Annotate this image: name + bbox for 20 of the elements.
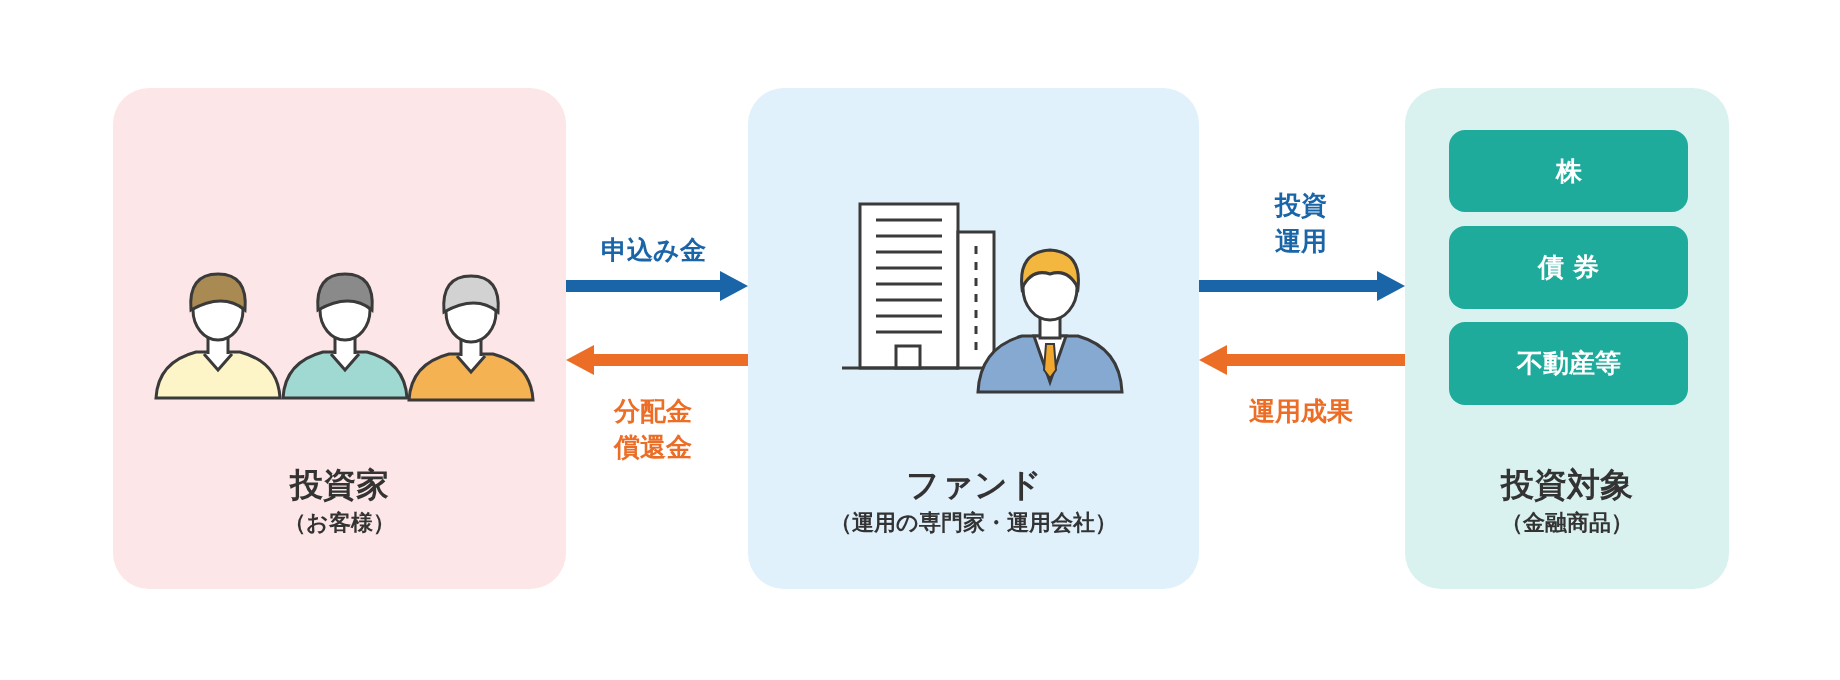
panel-subtitle: （お客様） [284,509,395,537]
arrow [1199,345,1405,375]
arrow [566,345,748,375]
category-box: 不動産等 [1449,322,1688,405]
edge-label: 運用成果 [1248,395,1354,428]
edge-label: 申込み金 [599,234,707,267]
category-box: 債 券 [1449,226,1688,309]
edge-label: 投資運用 [1273,189,1328,258]
panel-title: ファンド [905,464,1042,506]
panel [113,88,566,589]
panel-subtitle: （運用の専門家・運用会社） [830,509,1117,537]
panel [1405,88,1729,589]
edge-label: 分配金償還金 [612,395,693,464]
category-box: 株 [1449,130,1688,212]
panel-subtitle: （金融商品） [1501,509,1633,537]
panel [748,88,1199,589]
panel-title: 投資家 [290,464,389,506]
panel-title: 投資対象 [1501,464,1633,506]
arrow [566,271,748,301]
arrow [1199,271,1405,301]
